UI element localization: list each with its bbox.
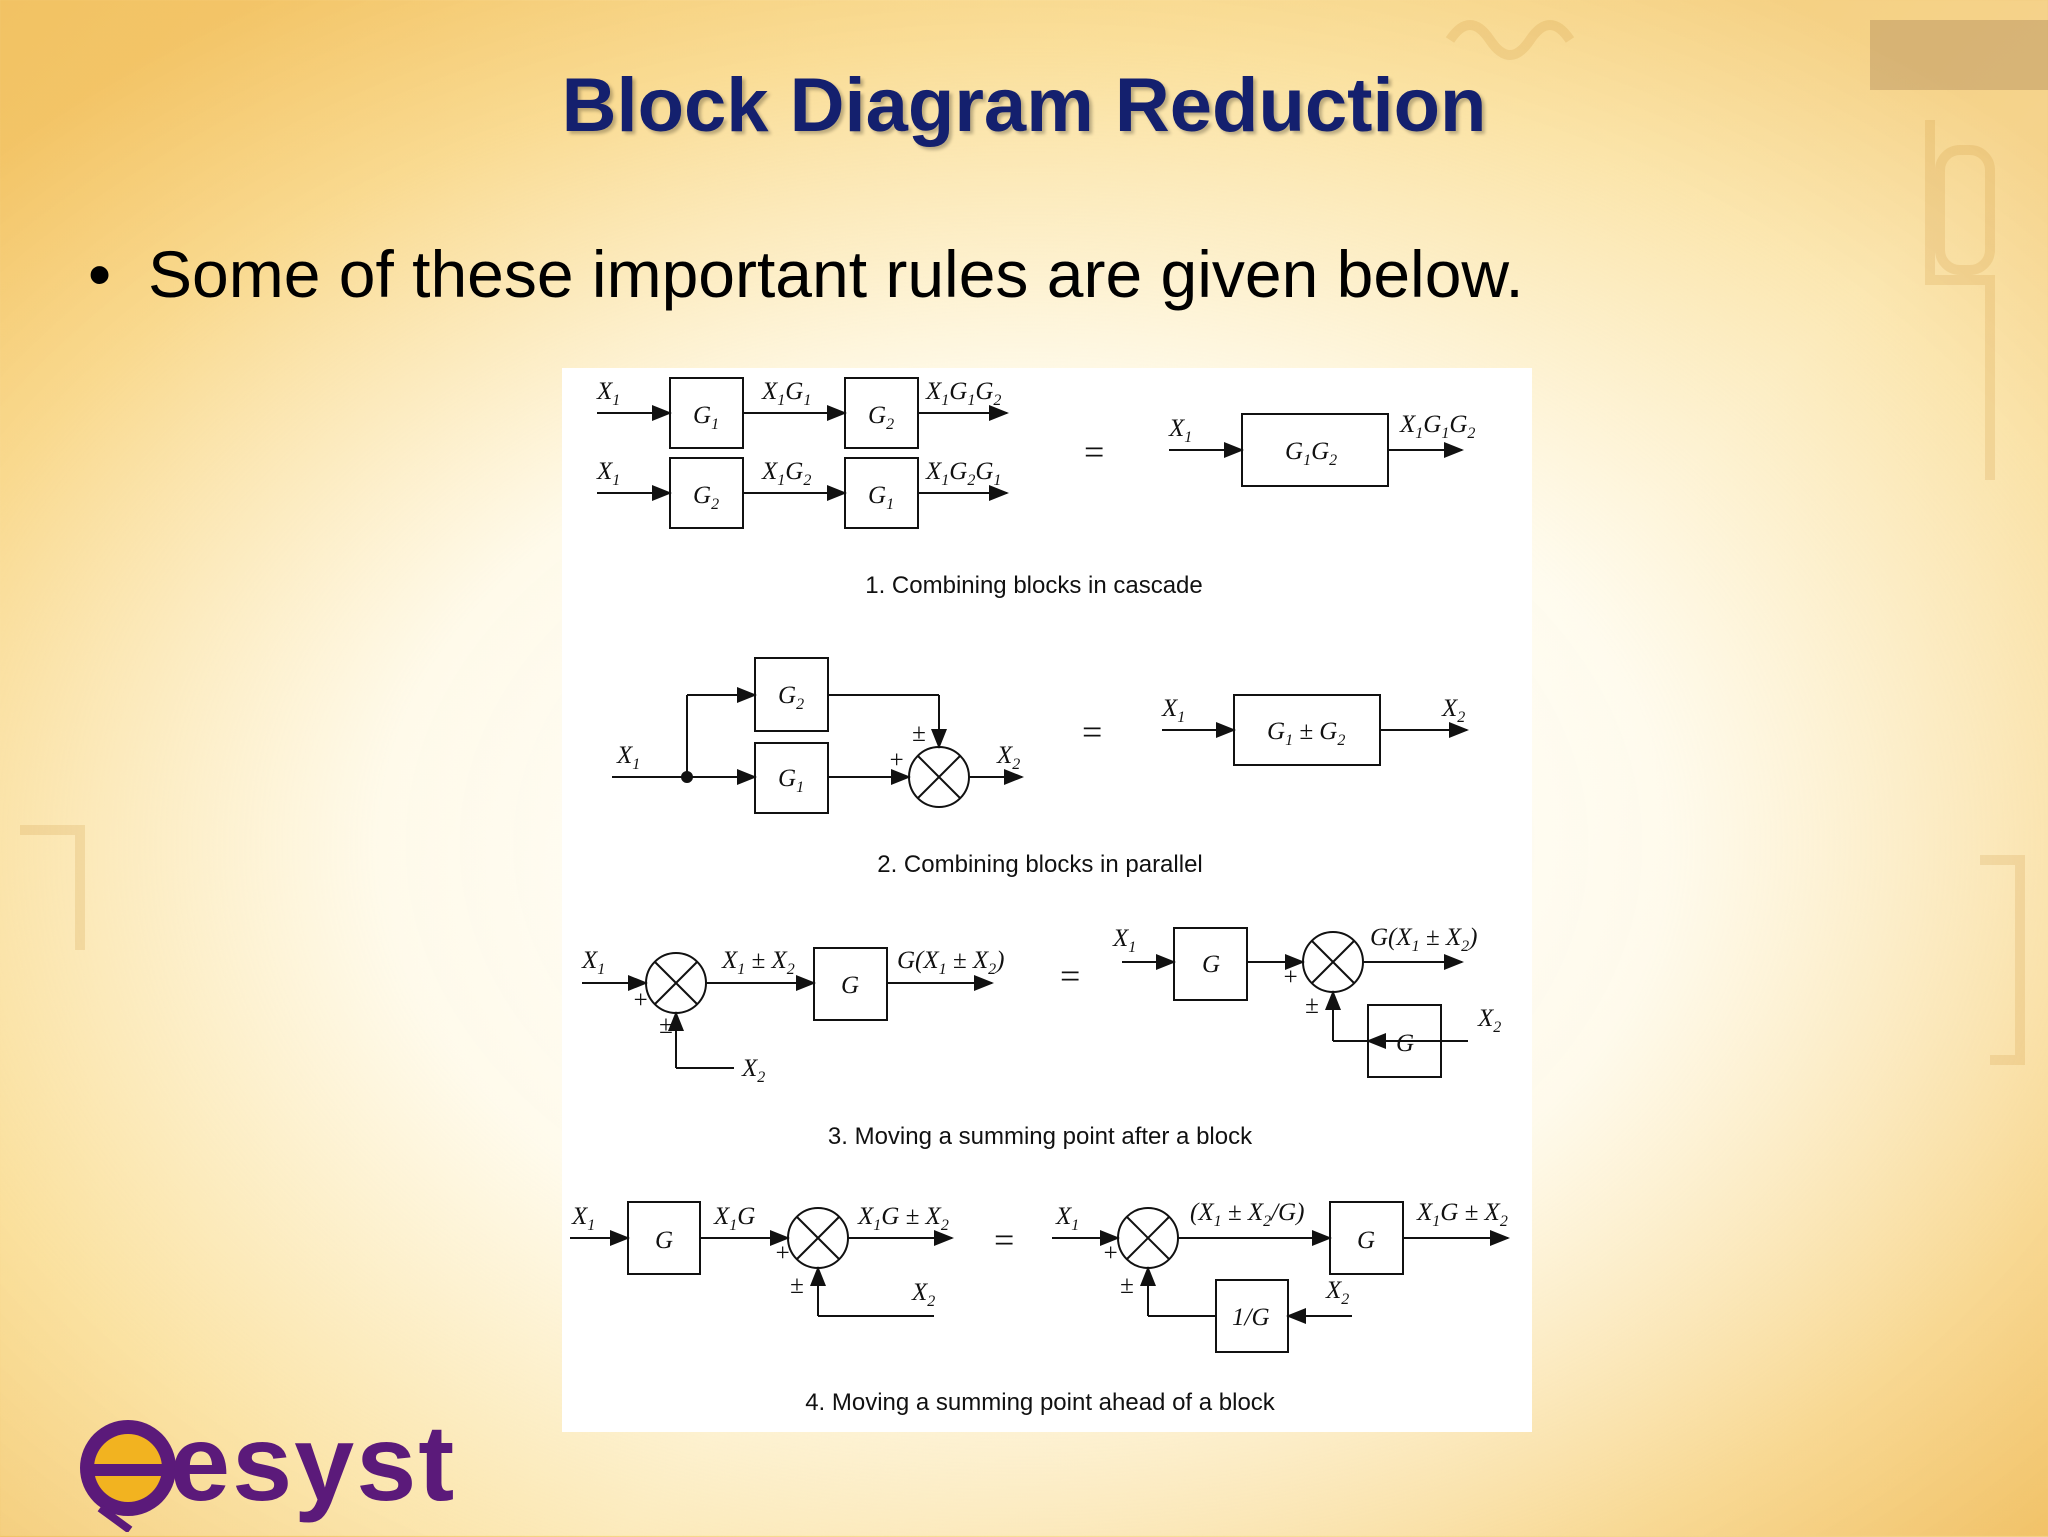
svg-text:+: + xyxy=(1282,964,1299,991)
rule-4-summing-ahead-diagram xyxy=(570,1201,1510,1353)
svg-text:±: ± xyxy=(659,1012,673,1039)
svg-text:X1 ± X2: X1 ± X2 xyxy=(721,947,795,978)
rule-4-caption: 4. Moving a summing point ahead of a blo… xyxy=(805,1389,1276,1416)
svg-text:X1: X1 xyxy=(616,742,640,773)
svg-text:X1: X1 xyxy=(581,947,605,978)
svg-text:G1 ± G2: G1 ± G2 xyxy=(1267,718,1345,749)
svg-text:X1: X1 xyxy=(596,378,620,409)
svg-text:X1G2: X1G2 xyxy=(761,458,811,489)
svg-text:X1G1: X1G1 xyxy=(761,378,811,409)
svg-text:=: = xyxy=(994,1220,1014,1260)
svg-text:X1G1G2: X1G1G2 xyxy=(925,378,1001,409)
svg-text:+: + xyxy=(774,1240,791,1267)
svg-text:G2: G2 xyxy=(868,402,894,433)
bullet-item: • Some of these important rules are given… xyxy=(88,236,1524,312)
svg-text:±: ± xyxy=(790,1272,804,1299)
svg-text:G: G xyxy=(1202,951,1220,978)
rule-3-summing-after-diagram xyxy=(582,927,1468,1078)
svg-text:X2: X2 xyxy=(1325,1277,1349,1308)
logo-e-icon xyxy=(80,1420,176,1534)
svg-text:=: = xyxy=(1060,956,1080,996)
svg-text:X1: X1 xyxy=(596,458,620,489)
svg-text:=: = xyxy=(1082,712,1102,752)
svg-text:G: G xyxy=(1357,1227,1375,1254)
bullet-text: Some of these important rules are given … xyxy=(148,237,1524,311)
esyst-logo: esyst xyxy=(70,1402,454,1534)
svg-text:X2: X2 xyxy=(1477,1005,1501,1036)
rule-1-caption: 1. Combining blocks in cascade xyxy=(865,572,1203,599)
rule-2-caption: 2. Combining blocks in parallel xyxy=(877,851,1203,878)
svg-text:±: ± xyxy=(1305,992,1319,1019)
svg-text:X1G ± X2: X1G ± X2 xyxy=(1416,1199,1508,1230)
svg-text:=: = xyxy=(1084,432,1104,472)
svg-text:X2: X2 xyxy=(911,1279,935,1310)
svg-text:X1: X1 xyxy=(1161,695,1185,726)
svg-text:X2: X2 xyxy=(1441,695,1465,726)
logo-text: esyst xyxy=(170,1402,457,1523)
svg-text:G2: G2 xyxy=(693,482,719,513)
svg-text:X1: X1 xyxy=(571,1203,595,1234)
svg-text:G(X1 ± X2): G(X1 ± X2) xyxy=(897,947,1004,978)
svg-text:X2: X2 xyxy=(741,1055,765,1086)
svg-text:(X1 ± X2/G): (X1 ± X2/G) xyxy=(1190,1199,1304,1230)
svg-text:X2: X2 xyxy=(996,742,1020,773)
svg-text:1/G: 1/G xyxy=(1232,1304,1270,1331)
rule-1-cascade-diagram xyxy=(597,377,1464,529)
svg-text:+: + xyxy=(1102,1240,1119,1267)
svg-text:±: ± xyxy=(912,720,926,747)
svg-text:G: G xyxy=(1396,1030,1414,1057)
svg-text:X1: X1 xyxy=(1055,1203,1079,1234)
svg-text:G1G2: G1G2 xyxy=(1285,438,1337,469)
svg-text:G1: G1 xyxy=(778,765,804,796)
svg-text:G: G xyxy=(841,972,859,999)
rule-2-parallel-diagram xyxy=(612,657,1469,814)
block-diagram-rules-figure: X1 G1 X1G1 G2 X1G1G2 X1 G2 X1G2 G1 X1G2G… xyxy=(562,368,1532,1432)
svg-text:G1: G1 xyxy=(693,402,719,433)
bullet-icon: • xyxy=(88,237,112,311)
svg-text:G1: G1 xyxy=(868,482,894,513)
svg-text:+: + xyxy=(888,747,905,774)
slide-title: Block Diagram Reduction xyxy=(561,63,1487,148)
svg-text:X1G ± X2: X1G ± X2 xyxy=(857,1203,949,1234)
svg-text:X1G1G2: X1G1G2 xyxy=(1399,411,1475,442)
svg-text:X1: X1 xyxy=(1112,925,1136,956)
svg-text:+: + xyxy=(632,987,649,1014)
svg-text:±: ± xyxy=(1120,1272,1134,1299)
rule-3-caption: 3. Moving a summing point after a block xyxy=(828,1123,1253,1150)
svg-text:X1G2G1: X1G2G1 xyxy=(925,458,1001,489)
svg-text:G2: G2 xyxy=(778,682,804,713)
svg-text:X1: X1 xyxy=(1168,415,1192,446)
svg-text:X1G: X1G xyxy=(713,1203,755,1234)
svg-text:G(X1 ± X2): G(X1 ± X2) xyxy=(1370,924,1477,955)
svg-text:G: G xyxy=(655,1227,673,1254)
